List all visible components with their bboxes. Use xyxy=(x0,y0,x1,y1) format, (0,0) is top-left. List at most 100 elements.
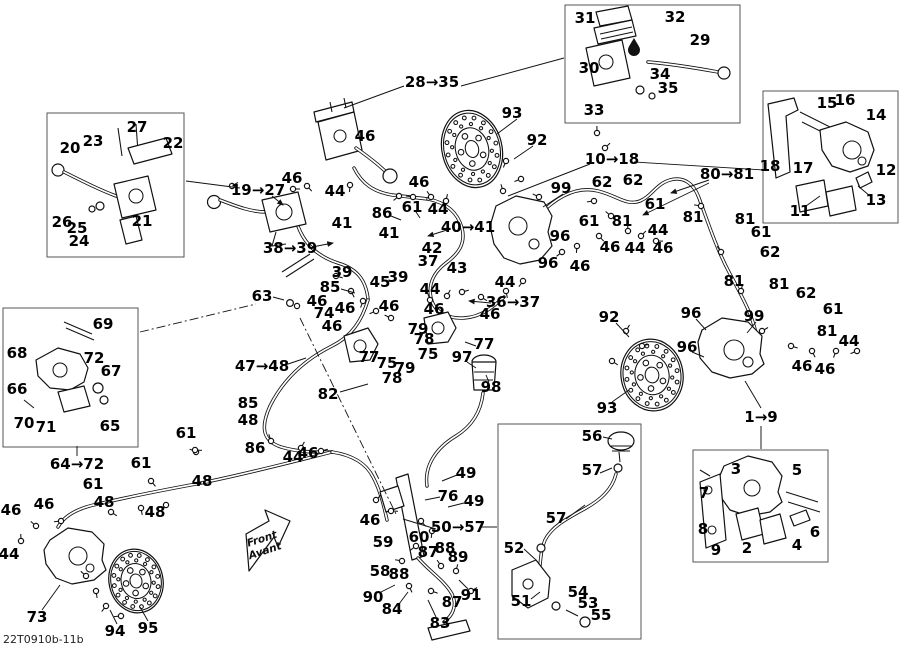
leader-line xyxy=(185,180,241,189)
valve-unit-left xyxy=(343,327,379,363)
part-label-46: 46 xyxy=(360,511,381,529)
r-brake-pad-2 xyxy=(825,185,857,217)
leader-line xyxy=(496,118,518,135)
part-label-44: 44 xyxy=(325,182,346,200)
l-mc-body xyxy=(113,175,157,219)
leader-line xyxy=(424,496,441,501)
leader-line xyxy=(530,591,541,600)
fastener xyxy=(832,347,840,355)
part-label-29: 29 xyxy=(690,31,711,49)
br-brake-pad-2 xyxy=(759,513,787,545)
fastener xyxy=(517,175,525,183)
part-label-75: 75 xyxy=(377,354,398,372)
fastener xyxy=(607,212,615,220)
fastener xyxy=(107,508,115,516)
leader-line xyxy=(513,145,534,160)
part-label-46: 46 xyxy=(335,299,356,317)
fastener xyxy=(502,287,510,295)
part-label-46: 46 xyxy=(298,444,319,462)
part-label-21: 21 xyxy=(132,212,153,230)
fastener xyxy=(853,347,861,355)
leader-line xyxy=(427,599,437,618)
part-label-69: 69 xyxy=(93,315,114,333)
part-label-79: 79 xyxy=(395,359,416,377)
leader-line xyxy=(565,504,586,520)
part-label-4: 4 xyxy=(792,536,802,554)
part-label-98: 98 xyxy=(481,378,502,396)
part-label-66: 66 xyxy=(7,380,28,398)
part-label-81: 81 xyxy=(612,212,633,230)
front-arrow-shape xyxy=(245,509,291,572)
fastener xyxy=(387,507,395,515)
left-lever-ball xyxy=(206,194,222,210)
fastener xyxy=(737,287,745,295)
leader-line xyxy=(311,241,334,248)
fitting-63b xyxy=(293,302,301,310)
part-label-40-41: 40→41 xyxy=(441,218,495,236)
part-label-88: 88 xyxy=(435,539,456,557)
left-caliper-parts-detail xyxy=(2,307,139,448)
part-label-35: 35 xyxy=(658,79,679,97)
part-label-72: 72 xyxy=(84,349,105,367)
lm-seal-2 xyxy=(99,395,109,405)
r-caliper-bleeder xyxy=(857,156,867,166)
part-label-74: 74 xyxy=(314,304,335,322)
fastener xyxy=(595,232,603,240)
fastener xyxy=(808,347,816,355)
r-caliper-body xyxy=(819,121,875,173)
leader-line xyxy=(340,288,356,294)
leader-line xyxy=(468,298,492,305)
part-label-61: 61 xyxy=(579,212,600,230)
lm-caliper-half xyxy=(35,347,89,391)
part-label-61: 61 xyxy=(131,454,152,472)
part-label-71: 71 xyxy=(36,418,57,436)
front-left-caliper-piston xyxy=(68,546,88,566)
part-label-46: 46 xyxy=(570,257,591,275)
part-label-78: 78 xyxy=(382,369,403,387)
part-label-62: 62 xyxy=(760,243,781,261)
part-label-96: 96 xyxy=(538,254,559,272)
fastener xyxy=(191,446,199,454)
part-label-86: 86 xyxy=(245,439,266,457)
fastener xyxy=(346,181,354,189)
top-mc-screws xyxy=(329,97,347,113)
fastener xyxy=(32,522,40,530)
leader-line xyxy=(343,85,405,109)
centerline xyxy=(139,303,257,333)
part-label-34: 34 xyxy=(650,65,671,83)
valve-unit-right xyxy=(423,311,457,345)
part-label-77: 77 xyxy=(359,348,380,366)
leader-line xyxy=(398,591,409,605)
brake-discs xyxy=(108,109,684,614)
part-label-73: 73 xyxy=(27,608,48,626)
br-bushing-1 xyxy=(703,485,713,495)
part-label-46: 46 xyxy=(379,297,400,315)
br-pad-spring xyxy=(789,509,811,527)
right-caliper-bleeder xyxy=(742,356,754,368)
fastener xyxy=(519,277,527,285)
top-lever-ball xyxy=(382,168,398,184)
fastener xyxy=(267,437,275,445)
part-label-97: 97 xyxy=(452,348,473,366)
fastener xyxy=(317,447,325,455)
fastener xyxy=(372,307,380,315)
fastener xyxy=(289,185,297,193)
part-label-96: 96 xyxy=(681,304,702,322)
part-label-53: 53 xyxy=(578,594,599,612)
tr-pivot-bolt xyxy=(635,85,645,95)
part-label-44: 44 xyxy=(495,273,516,291)
leader-line xyxy=(602,436,613,440)
leader-line xyxy=(109,609,118,625)
part-label-46: 46 xyxy=(600,238,621,256)
tr-mc-body xyxy=(585,39,631,87)
part-label-23: 23 xyxy=(83,132,104,150)
leader-line xyxy=(691,351,705,358)
leader-line xyxy=(272,296,285,301)
part-label-61: 61 xyxy=(823,300,844,318)
part-label-44: 44 xyxy=(625,239,646,257)
part-label-44: 44 xyxy=(839,332,860,350)
part-label-61: 61 xyxy=(176,424,197,442)
leader-line xyxy=(466,361,477,369)
leader-line xyxy=(542,193,564,208)
part-label-62: 62 xyxy=(623,171,644,189)
